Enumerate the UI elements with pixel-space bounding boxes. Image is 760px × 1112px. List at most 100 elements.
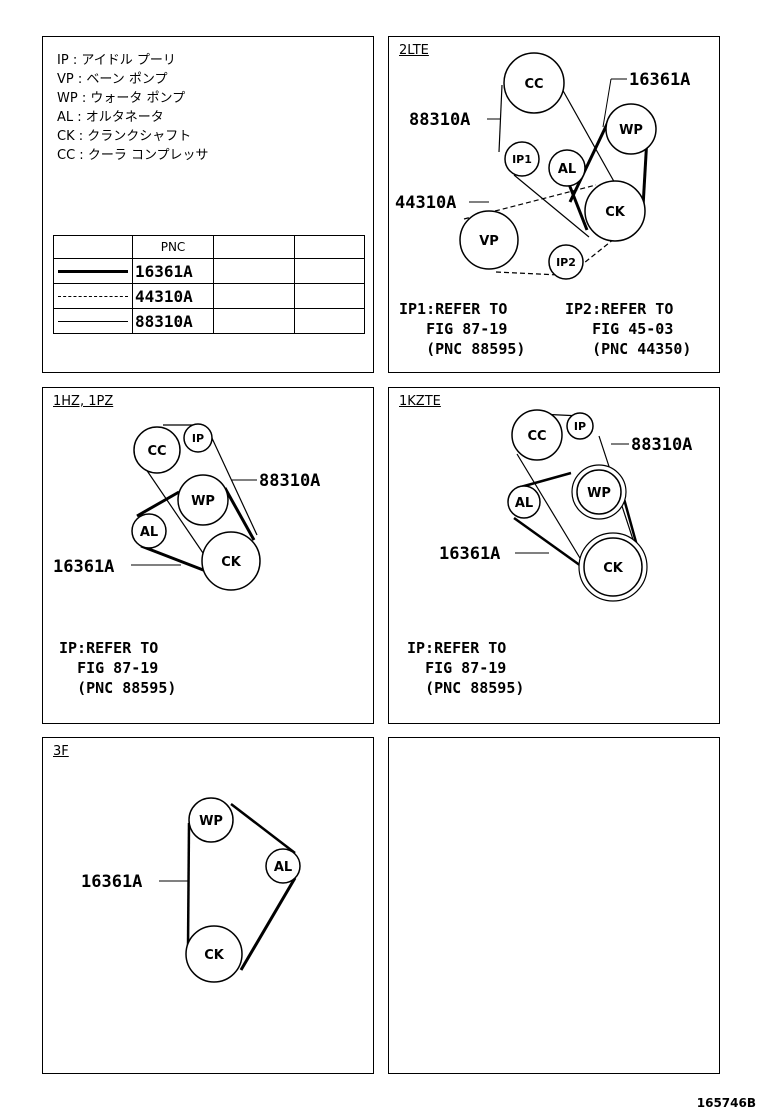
note-line: FIG 87-19 [77,659,159,677]
pulley-label: CC [527,429,546,444]
note-line: FIG 87-19 [425,659,507,677]
legend-code: VP [57,72,74,87]
part-label-88310a: 88310A [409,110,470,130]
pulley-label: AL [558,162,576,177]
note-ip1: IP1:REFER TO FIG 87-19 (PNC 88595) [399,299,525,359]
pulley-label: IP [574,420,586,433]
panel-3f: 3F WP AL CK 16361A [42,737,374,1074]
legend-name: アイドル プーリ [81,53,176,68]
part-label-88310a: 88310A [259,471,320,491]
belt-thick [136,490,180,518]
pulley-ck [201,531,261,591]
legend-name: クランクシャフト [87,129,192,144]
legend-code: CK [57,129,75,144]
note-ip: IP:REFER TO FIG 87-19 (PNC 88595) [407,638,524,698]
pulley-al [507,485,541,519]
panel-1hz-1pz: 1HZ, 1PZ CC IP WP AL CK 88310A 16361A IP… [42,387,374,724]
pulley-label: IP2 [556,256,576,269]
legend-code: CC [57,148,76,163]
panel-2lte: 2LTE CC WP IP1 AL CK VP IP2 16361A 8 [388,36,720,373]
note-line: REFER TO [434,639,507,657]
part-label-16361a: 16361A [439,544,500,564]
pulley-wp [188,797,234,843]
note-ip2: IP2:REFER TO FIG 45-03 (PNC 44350) [565,299,691,359]
pulley-label: CK [605,205,626,220]
pnc-cell: 88310A [132,308,214,334]
note-prefix: IP2: [565,300,602,318]
pulley-al [548,149,586,187]
legend-name: ウォータ ポンプ [90,91,186,106]
pulley-al [265,848,301,884]
belt-thick [223,487,256,541]
note-line: REFER TO [435,300,508,318]
note-line: FIG 45-03 [592,320,674,338]
note-line: (PNC 88595) [426,340,526,358]
belt-diagram-1kzte: CC IP WP AL CK 88310A 16361A [439,409,692,602]
pulley-ck [583,537,643,597]
note-line: REFER TO [86,639,159,657]
engine-tag: 2LTE [399,43,429,58]
legend-item-vp: VP : ベーン ポンプ [57,72,168,87]
legend-code: WP [57,91,78,106]
belt-thick [140,544,212,575]
line-sample-thin [53,308,133,334]
pulley-wp [576,469,622,515]
pulley-vp [459,210,519,270]
legend-item-al: AL : オルタネータ [57,110,164,125]
legend-item-ck: CK : クランクシャフト [57,129,192,144]
legend-code: IP [57,53,69,68]
pulley-label: AL [274,860,292,875]
pulley-wp [177,474,229,526]
pulley-label: WP [619,123,643,138]
pulley-ck [584,180,646,242]
panel-empty [388,737,720,1074]
belt-dashed [463,184,597,220]
note-line: REFER TO [601,300,674,318]
belt-dashed [495,271,560,276]
pnc-cell: 16361A [132,258,214,284]
legend-item-ip: IP : アイドル プーリ [57,53,176,68]
pnc-cell: 44310A [132,283,214,309]
engine-tag: 1HZ, 1PZ [53,394,114,409]
belt-thick [239,877,297,971]
line-sample-dashed [53,283,133,309]
pulley-label: AL [140,525,158,540]
pulley-cc [133,426,181,474]
belt-thin [210,435,258,536]
belt-thick [565,178,589,231]
table-row: 16361A [53,258,365,284]
pulley-al [131,513,167,549]
pulley-label: CC [524,77,543,92]
pulley-label: IP [192,432,204,445]
pulley-cc [511,409,563,461]
part-label-88310a: 88310A [631,435,692,455]
belt-thin [513,174,590,238]
pulley-label: WP [191,494,215,509]
legend-name: クーラ コンプレッサ [87,148,209,163]
part-label-16361a: 16361A [81,872,142,892]
pnc-table: PNC 16361A 44310A 88310A [53,235,365,334]
pulley-ck [185,925,243,983]
belt-diagram-1hz: CC IP WP AL CK 88310A 16361A [53,423,320,591]
pulley-label: IP1 [512,153,532,166]
belt-thin [516,453,590,574]
pulley-wp [605,103,657,155]
pnc-header: PNC [132,235,214,259]
pulley-label: WP [587,486,611,501]
belt-diagram-2lte: CC WP IP1 AL CK VP IP2 16361A 88310A 443… [395,52,690,280]
belt-thick [568,121,610,203]
table-header-row: PNC [53,235,365,259]
legend-name: ベーン ポンプ [86,72,168,87]
pulley-label: CK [221,555,242,570]
belt-diagram-3f: WP AL CK 16361A [81,797,301,983]
pulley-label: AL [515,496,533,511]
part-label-16361a: 16361A [629,70,690,90]
belt-thick [513,516,582,568]
leader-line [602,78,612,128]
belt-thick [186,822,191,949]
figure-id: 165746B [696,1096,756,1110]
legend-name: オルタネータ [85,110,164,125]
note-line: (PNC 88595) [77,679,177,697]
pulley-label: CK [204,948,225,963]
pulley-label: WP [199,814,223,829]
